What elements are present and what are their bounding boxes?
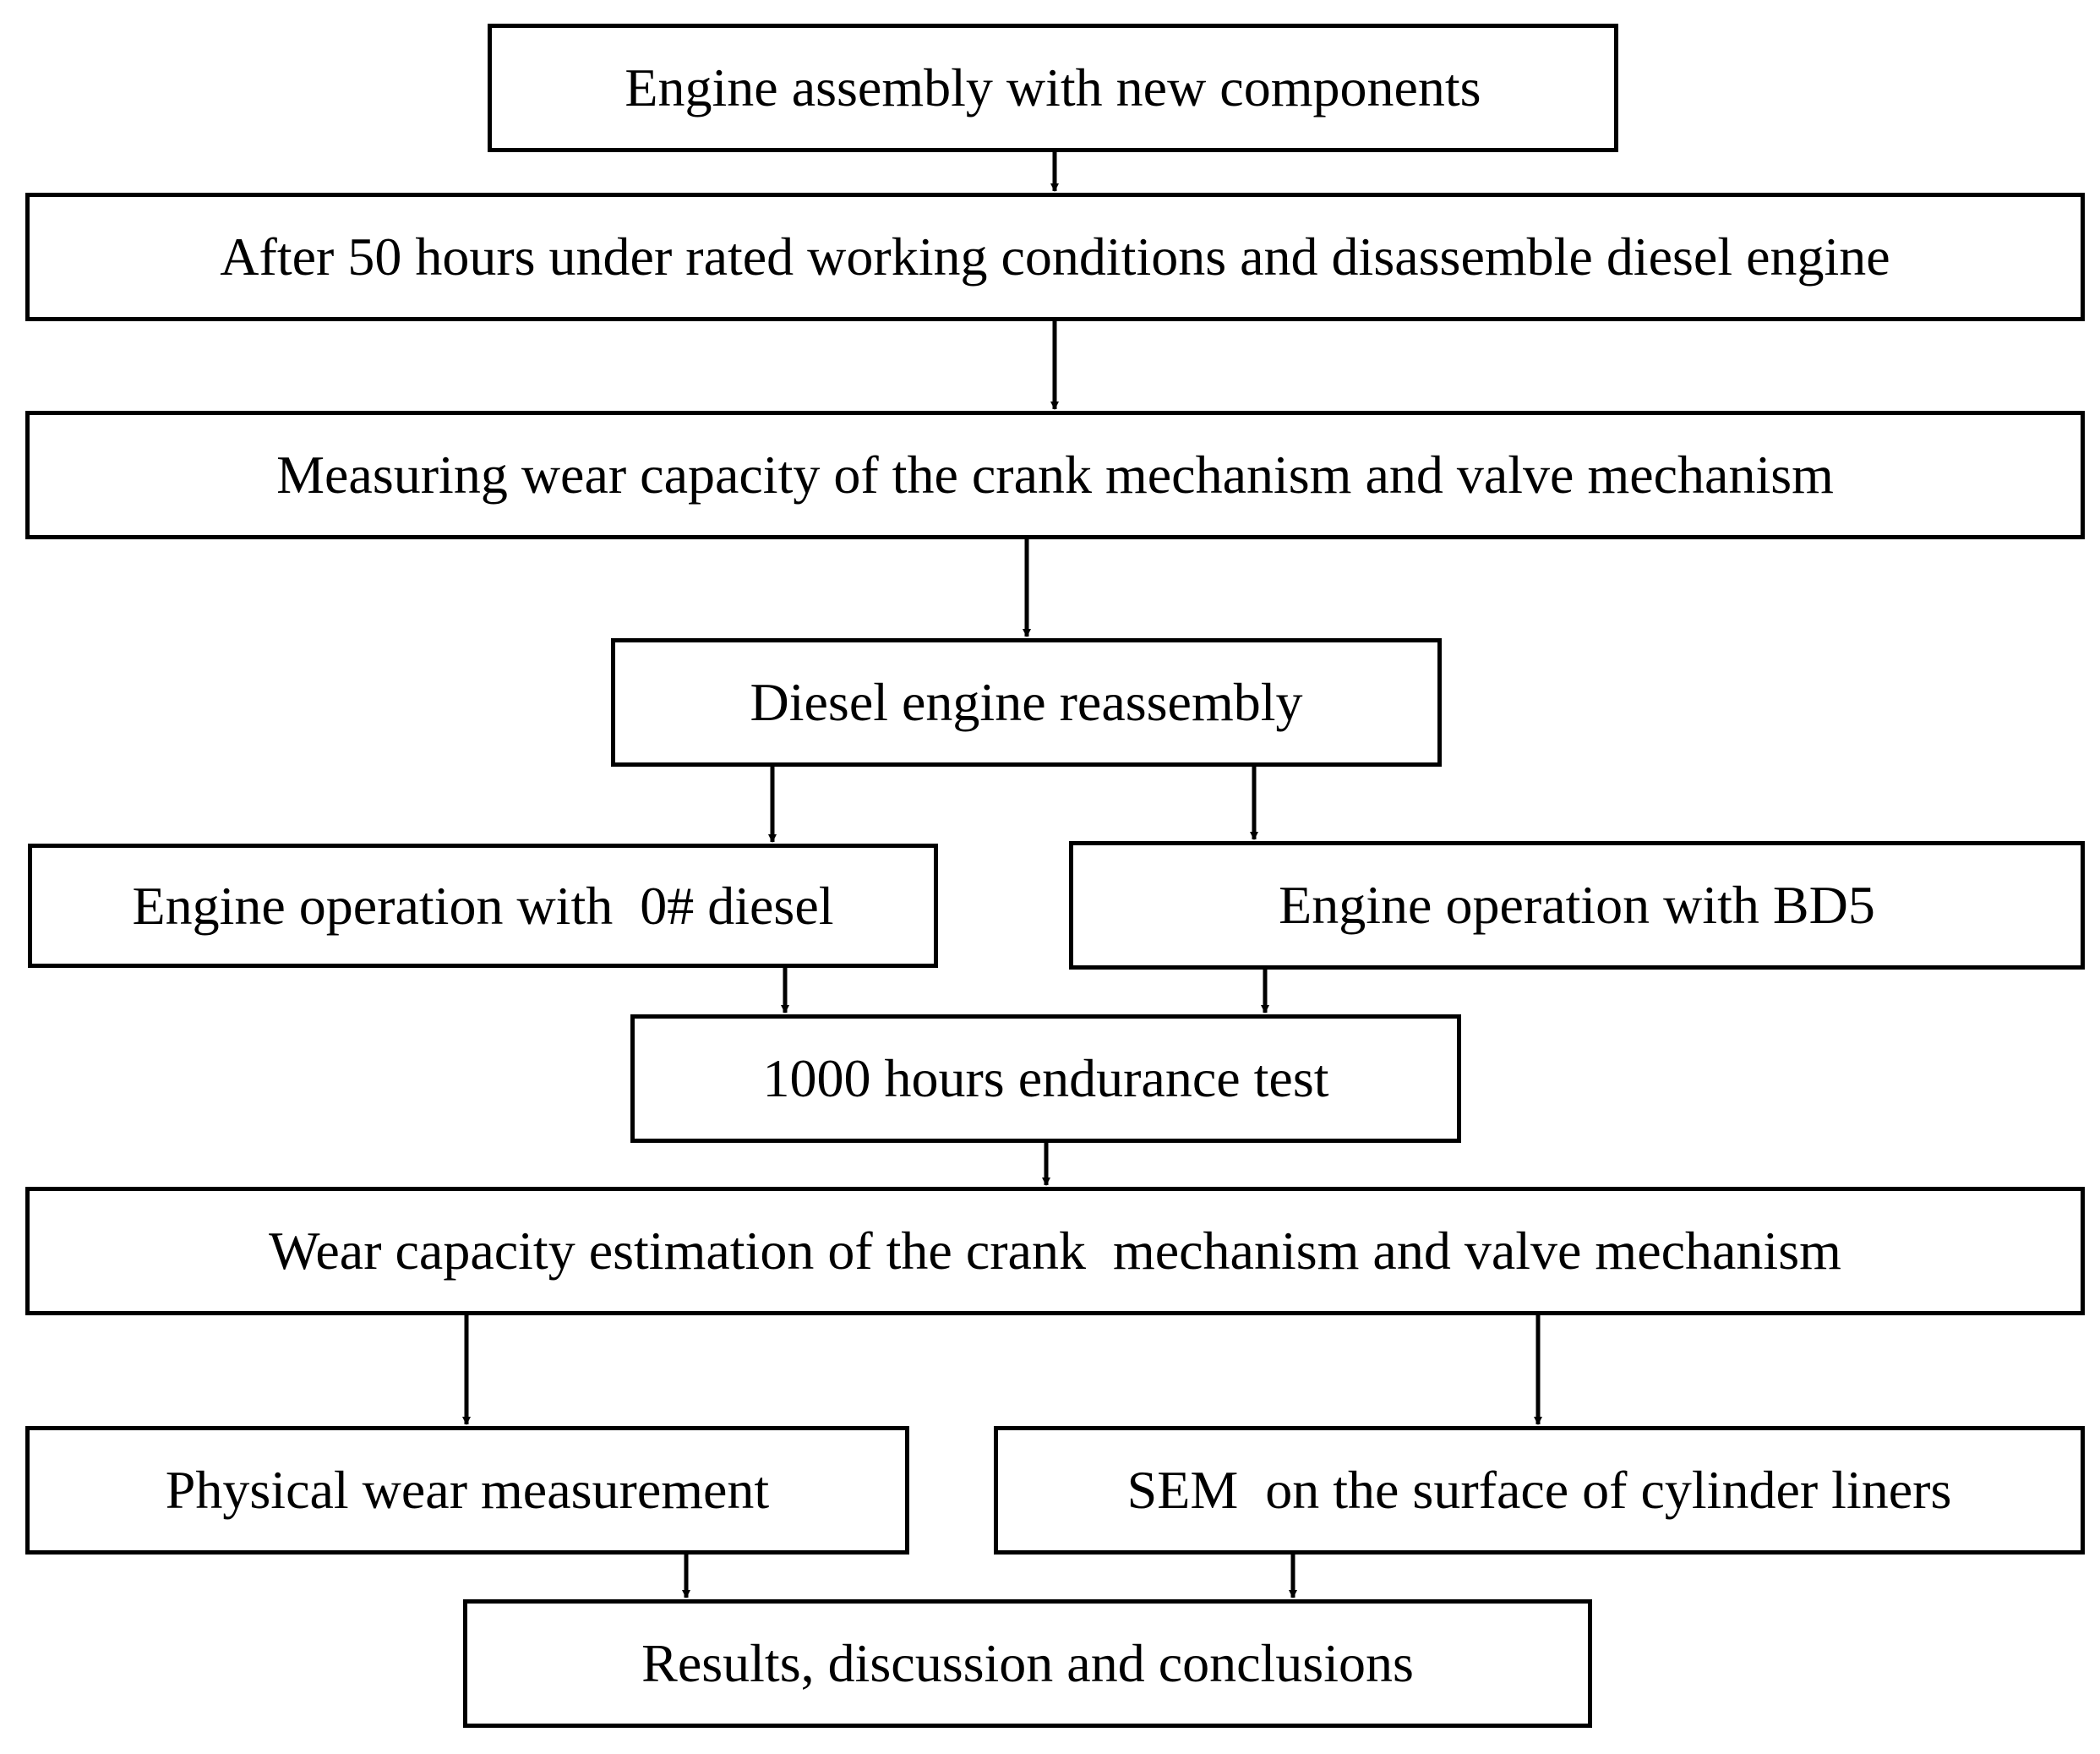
step-reassembly-label: Diesel engine reassembly (750, 672, 1303, 732)
step-reassembly-box: Diesel engine reassembly (611, 638, 1442, 767)
step-50-hours-run-box: After 50 hours under rated working condi… (25, 193, 2085, 321)
step-measure-wear-box: Measuring wear capacity of the crank mec… (25, 411, 2085, 539)
step-endurance-test-label: 1000 hours endurance test (762, 1048, 1329, 1108)
step-wear-estimation-label: Wear capacity estimation of the crank me… (269, 1221, 1841, 1281)
step-sem-analysis-label: SEM on the surface of cylinder liners (1126, 1460, 1952, 1520)
step-operation-diesel-label: Engine operation with 0# diesel (132, 875, 834, 936)
step-operation-bd5-label: Engine operation with BD5 (1279, 875, 1875, 935)
step-results-box: Results, discussion and conclusions (463, 1599, 1592, 1728)
step-endurance-test-box: 1000 hours endurance test (630, 1014, 1461, 1143)
step-engine-assembly-label: Engine assembly with new components (625, 57, 1481, 117)
step-engine-assembly-box: Engine assembly with new components (488, 24, 1618, 152)
step-operation-diesel-box: Engine operation with 0# diesel (28, 844, 938, 968)
step-wear-estimation-box: Wear capacity estimation of the crank me… (25, 1187, 2085, 1315)
step-measure-wear-label: Measuring wear capacity of the crank mec… (276, 445, 1834, 505)
step-physical-wear-box: Physical wear measurement (25, 1426, 909, 1555)
step-results-label: Results, discussion and conclusions (641, 1633, 1414, 1693)
step-sem-analysis-box: SEM on the surface of cylinder liners (994, 1426, 2085, 1555)
step-physical-wear-label: Physical wear measurement (165, 1460, 770, 1520)
step-50-hours-run-label: After 50 hours under rated working condi… (220, 227, 1890, 287)
step-operation-bd5-box: Engine operation with BD5 (1069, 841, 2085, 970)
